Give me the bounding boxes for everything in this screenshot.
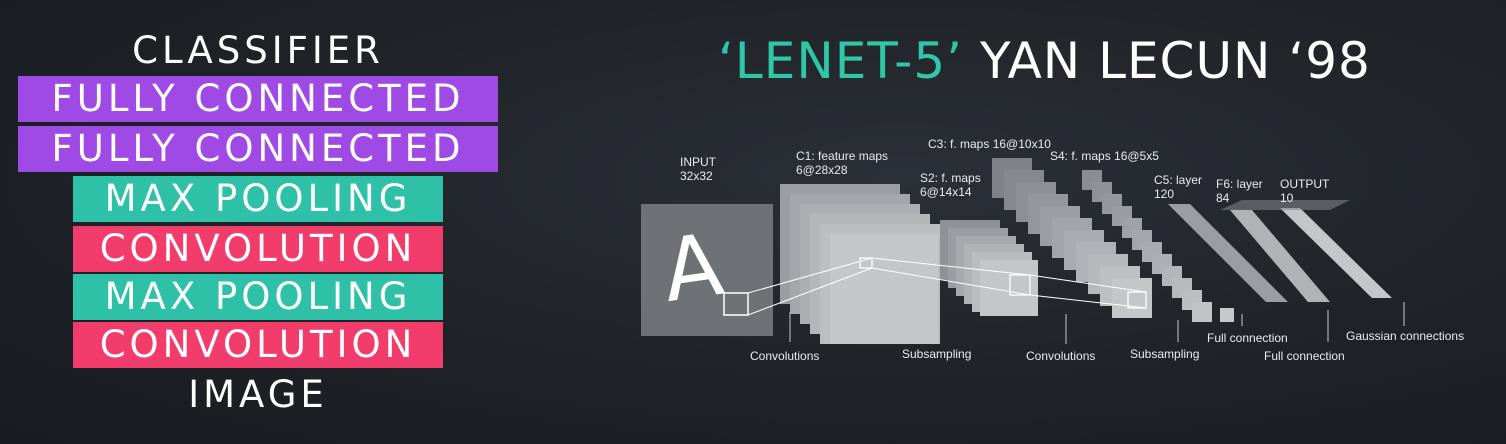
output-layer-band <box>1280 208 1392 298</box>
convolutions-label-2: Convolutions <box>1026 349 1095 363</box>
c5-label: C5: layer <box>1154 173 1202 187</box>
image-label: IMAGE <box>188 373 328 416</box>
dense-connections <box>1220 200 1350 210</box>
s4-feature-maps <box>1082 170 1234 322</box>
f6-label: F6: layer <box>1216 177 1263 191</box>
c3-label: C3: f. maps 16@10x10 <box>928 137 1051 151</box>
convolution-layer-2: CONVOLUTION <box>73 322 443 368</box>
fully-connected-layer-1: FULLY CONNECTED <box>18 76 498 122</box>
s2-feature-maps <box>940 220 1038 316</box>
f6-size-label: 84 <box>1216 191 1230 205</box>
c1-feature-maps <box>780 184 940 344</box>
max-pooling-layer-1: MAX POOLING <box>73 176 443 222</box>
input-label: INPUT <box>680 155 717 169</box>
label-ticks <box>789 302 1405 344</box>
page-title: ‘LENET-5’ YAN LECUN ‘98 <box>718 32 1371 90</box>
full-connection-label-2: Full connection <box>1264 349 1345 363</box>
output-label: OUTPUT <box>1280 177 1330 191</box>
max-pooling-layer-2: MAX POOLING <box>73 274 443 320</box>
classifier-label: CLASSIFIER <box>132 29 384 72</box>
output-size-label: 10 <box>1280 191 1294 205</box>
receptive-field-box <box>723 292 749 316</box>
f6-layer-band <box>1230 210 1330 302</box>
s2-label: S2: f. maps <box>920 171 981 185</box>
lenet5-architecture-diagram: A <box>641 137 1464 363</box>
c1-label: C1: feature maps <box>796 149 888 163</box>
subsampling-label-1: Subsampling <box>902 347 971 361</box>
convolution-layer-1: CONVOLUTION <box>73 226 443 272</box>
convolutions-label-1: Convolutions <box>750 349 819 363</box>
c5-size-label: 120 <box>1154 187 1174 201</box>
s4-label: S4: f. maps 16@5x5 <box>1050 149 1159 163</box>
s2-size-label: 6@14x14 <box>920 185 972 199</box>
c1-size-label: 6@28x28 <box>796 163 848 177</box>
title-model-name: ‘LENET-5’ <box>718 32 964 90</box>
projection-lines <box>747 257 1147 316</box>
fully-connected-layer-2: FULLY CONNECTED <box>18 126 498 172</box>
title-author-year: YAN LECUN ‘98 <box>963 32 1371 90</box>
c5-layer-band <box>1168 204 1288 302</box>
c3-feature-maps <box>992 158 1152 318</box>
input-glyph: A <box>657 215 729 322</box>
input-size-label: 32x32 <box>680 169 713 183</box>
subsampling-label-2: Subsampling <box>1130 347 1199 361</box>
gaussian-connections-label: Gaussian connections <box>1346 329 1464 343</box>
full-connection-label-1: Full connection <box>1207 331 1288 345</box>
